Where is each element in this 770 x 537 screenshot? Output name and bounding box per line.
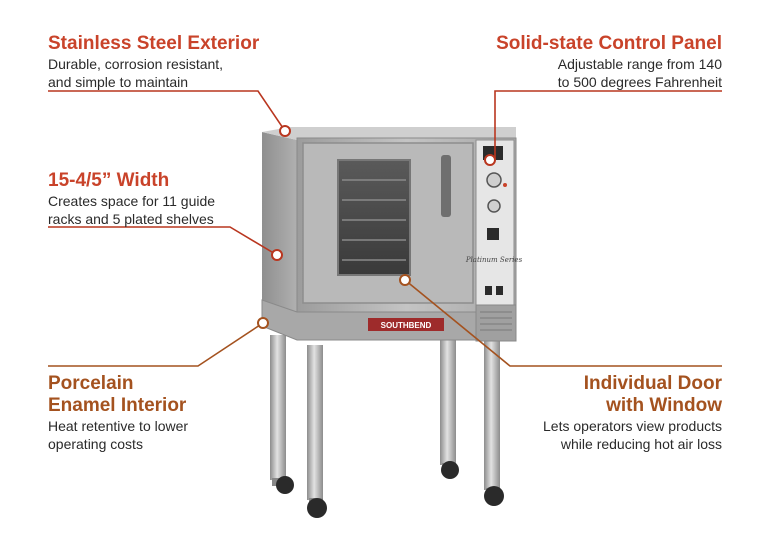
callout-desc-line: Durable, corrosion resistant,	[48, 56, 224, 72]
brand-plate	[368, 318, 444, 331]
vent-housing	[475, 304, 517, 342]
callout-stainless-steel: Stainless Steel Exterior Durable, corros…	[48, 33, 288, 91]
callout-title-line: Porcelain	[48, 373, 134, 394]
callout-title-line: Individual Door	[583, 373, 722, 394]
callout-markers	[257, 125, 496, 329]
leader-door	[404, 279, 722, 367]
door-handle[interactable]	[441, 155, 451, 217]
door-window	[337, 159, 411, 276]
leader-width	[48, 226, 278, 256]
timer-dial[interactable]	[487, 199, 501, 213]
casters	[272, 461, 504, 518]
leader-lines	[48, 90, 722, 367]
brand-logo-text: SOUTHBEND	[381, 321, 432, 330]
marker-width	[271, 249, 283, 261]
vent-slats	[480, 311, 512, 331]
model-script-label: Platinum Series	[465, 256, 523, 264]
control-panel	[475, 139, 515, 306]
callout-desc-line: Adjustable range from 140	[557, 56, 722, 72]
oven-racks	[342, 179, 406, 261]
callout-desc-line: Lets operators view products	[543, 418, 722, 434]
callout-desc-line: Creates space for 11 guide	[48, 193, 216, 209]
legs	[270, 335, 500, 500]
callout-porcelain-interior: Porcelain Enamel Interior Heat retentive…	[48, 373, 268, 453]
callout-control-panel: Solid-state Control Panel Adjustable ran…	[476, 33, 722, 91]
marker-stainless	[279, 125, 291, 137]
callout-title: 15-4/5” Width	[48, 170, 170, 191]
callout-title: Stainless Steel Exterior	[48, 33, 260, 54]
leader-control	[494, 90, 722, 160]
callout-title: Solid-state Control Panel	[496, 33, 722, 54]
power-switch[interactable]	[487, 228, 499, 240]
callout-width: 15-4/5” Width Creates space for 11 guide…	[48, 170, 268, 228]
indicator-light	[503, 183, 507, 187]
leader-stainless	[48, 90, 286, 132]
thermostat-dial[interactable]	[486, 172, 502, 188]
callout-desc-line: and simple to maintain	[48, 74, 189, 90]
callout-title-line: with Window	[606, 395, 722, 416]
marker-control	[484, 154, 496, 166]
oven-side-panel	[262, 132, 297, 312]
callout-desc-line: racks and 5 plated shelves	[48, 211, 214, 227]
rocker-switch-right[interactable]	[496, 286, 503, 295]
callout-desc-line: operating costs	[48, 436, 143, 452]
marker-door	[399, 274, 411, 286]
oven-top	[262, 127, 516, 140]
callout-title-line: Enamel Interior	[48, 395, 187, 416]
leader-porcelain	[48, 322, 264, 367]
callout-desc-line: Heat retentive to lower	[48, 418, 189, 434]
callout-individual-door: Individual Door with Window Lets operato…	[480, 373, 722, 453]
callout-desc-line: while reducing hot air loss	[560, 436, 722, 452]
callout-desc-line: to 500 degrees Fahrenheit	[557, 74, 722, 90]
rocker-switch-left[interactable]	[485, 286, 492, 295]
marker-porcelain	[257, 317, 269, 329]
